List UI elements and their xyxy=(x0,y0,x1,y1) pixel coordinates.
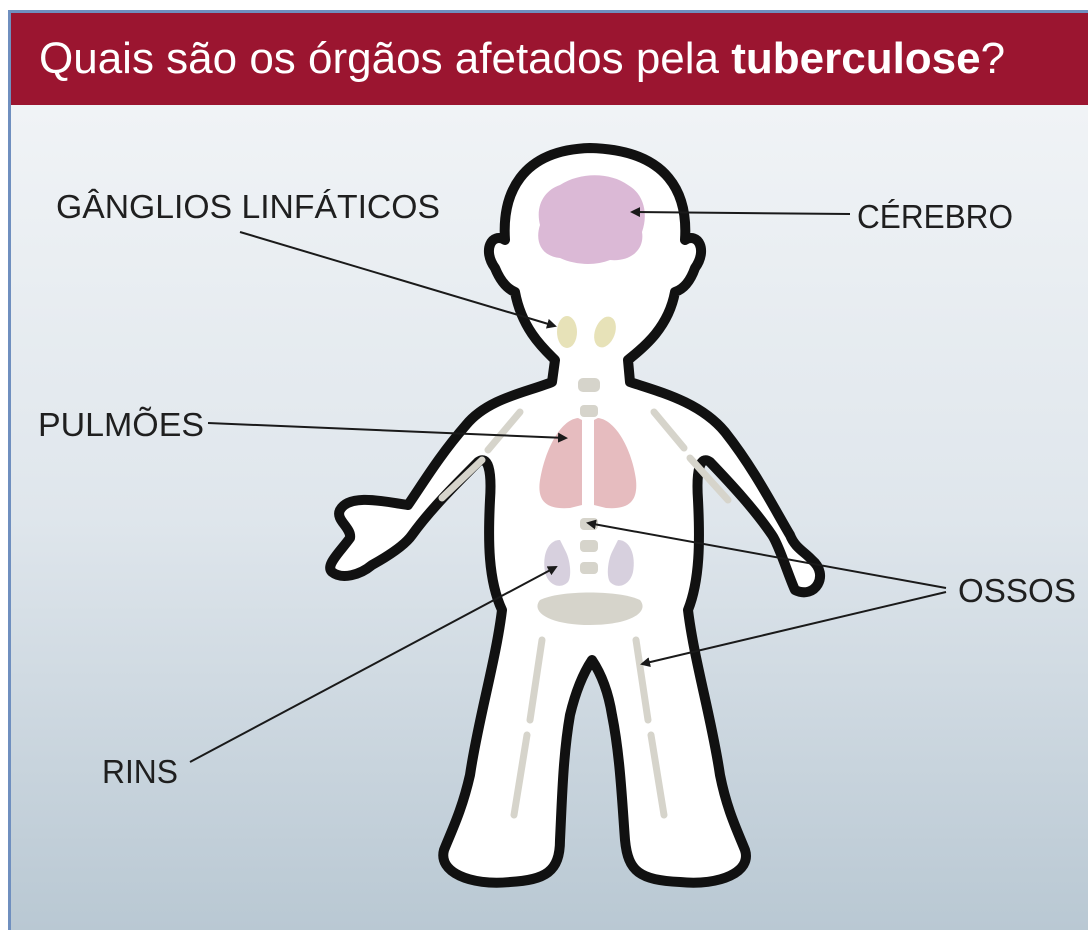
arm-bone xyxy=(650,408,688,452)
lymph-node-left xyxy=(557,316,577,348)
lung-left xyxy=(539,418,582,509)
spine-bone xyxy=(580,562,598,574)
page-title: Quais são os órgãos afetados pela tuberc… xyxy=(39,31,1005,87)
lung-right xyxy=(594,418,637,509)
spine-bone xyxy=(580,540,598,552)
cerebro-leader xyxy=(630,207,851,218)
label-pulmoes: PULMÕES xyxy=(38,406,204,443)
title-suffix: ? xyxy=(980,34,1006,83)
kidney-right xyxy=(607,540,634,586)
ossos-leader-leg xyxy=(640,591,947,668)
body-outline xyxy=(325,143,826,888)
pelvis-bone xyxy=(537,592,643,625)
leg-bone xyxy=(647,731,668,819)
title-bar: Quais são os órgãos afetados pela tuberc… xyxy=(11,13,1088,105)
title-emphasis: tuberculose xyxy=(731,34,981,83)
leg-bone xyxy=(526,636,546,724)
label-cerebro: CÉREBRO xyxy=(857,198,1013,235)
arm-bone xyxy=(438,456,486,502)
leg-bone xyxy=(632,636,652,724)
lymph-node-right xyxy=(594,316,616,348)
pulmoes-leader xyxy=(207,422,568,443)
brain-organ xyxy=(538,175,645,264)
spine-bone xyxy=(580,405,598,417)
label-rins: RINS xyxy=(102,753,178,790)
rins-leader xyxy=(189,566,558,763)
ganglios-leader xyxy=(239,231,557,329)
leg-bone xyxy=(510,731,531,819)
ossos-leader-spine xyxy=(586,519,947,589)
title-prefix: Quais são os órgãos afetados pela xyxy=(39,34,732,83)
label-ossos: OSSOS xyxy=(958,572,1076,609)
spine-bone xyxy=(578,378,600,392)
label-ganglios: GÂNGLIOS LINFÁTICOS xyxy=(56,188,440,225)
arm-bone xyxy=(686,454,732,504)
arm-bone xyxy=(484,408,524,454)
